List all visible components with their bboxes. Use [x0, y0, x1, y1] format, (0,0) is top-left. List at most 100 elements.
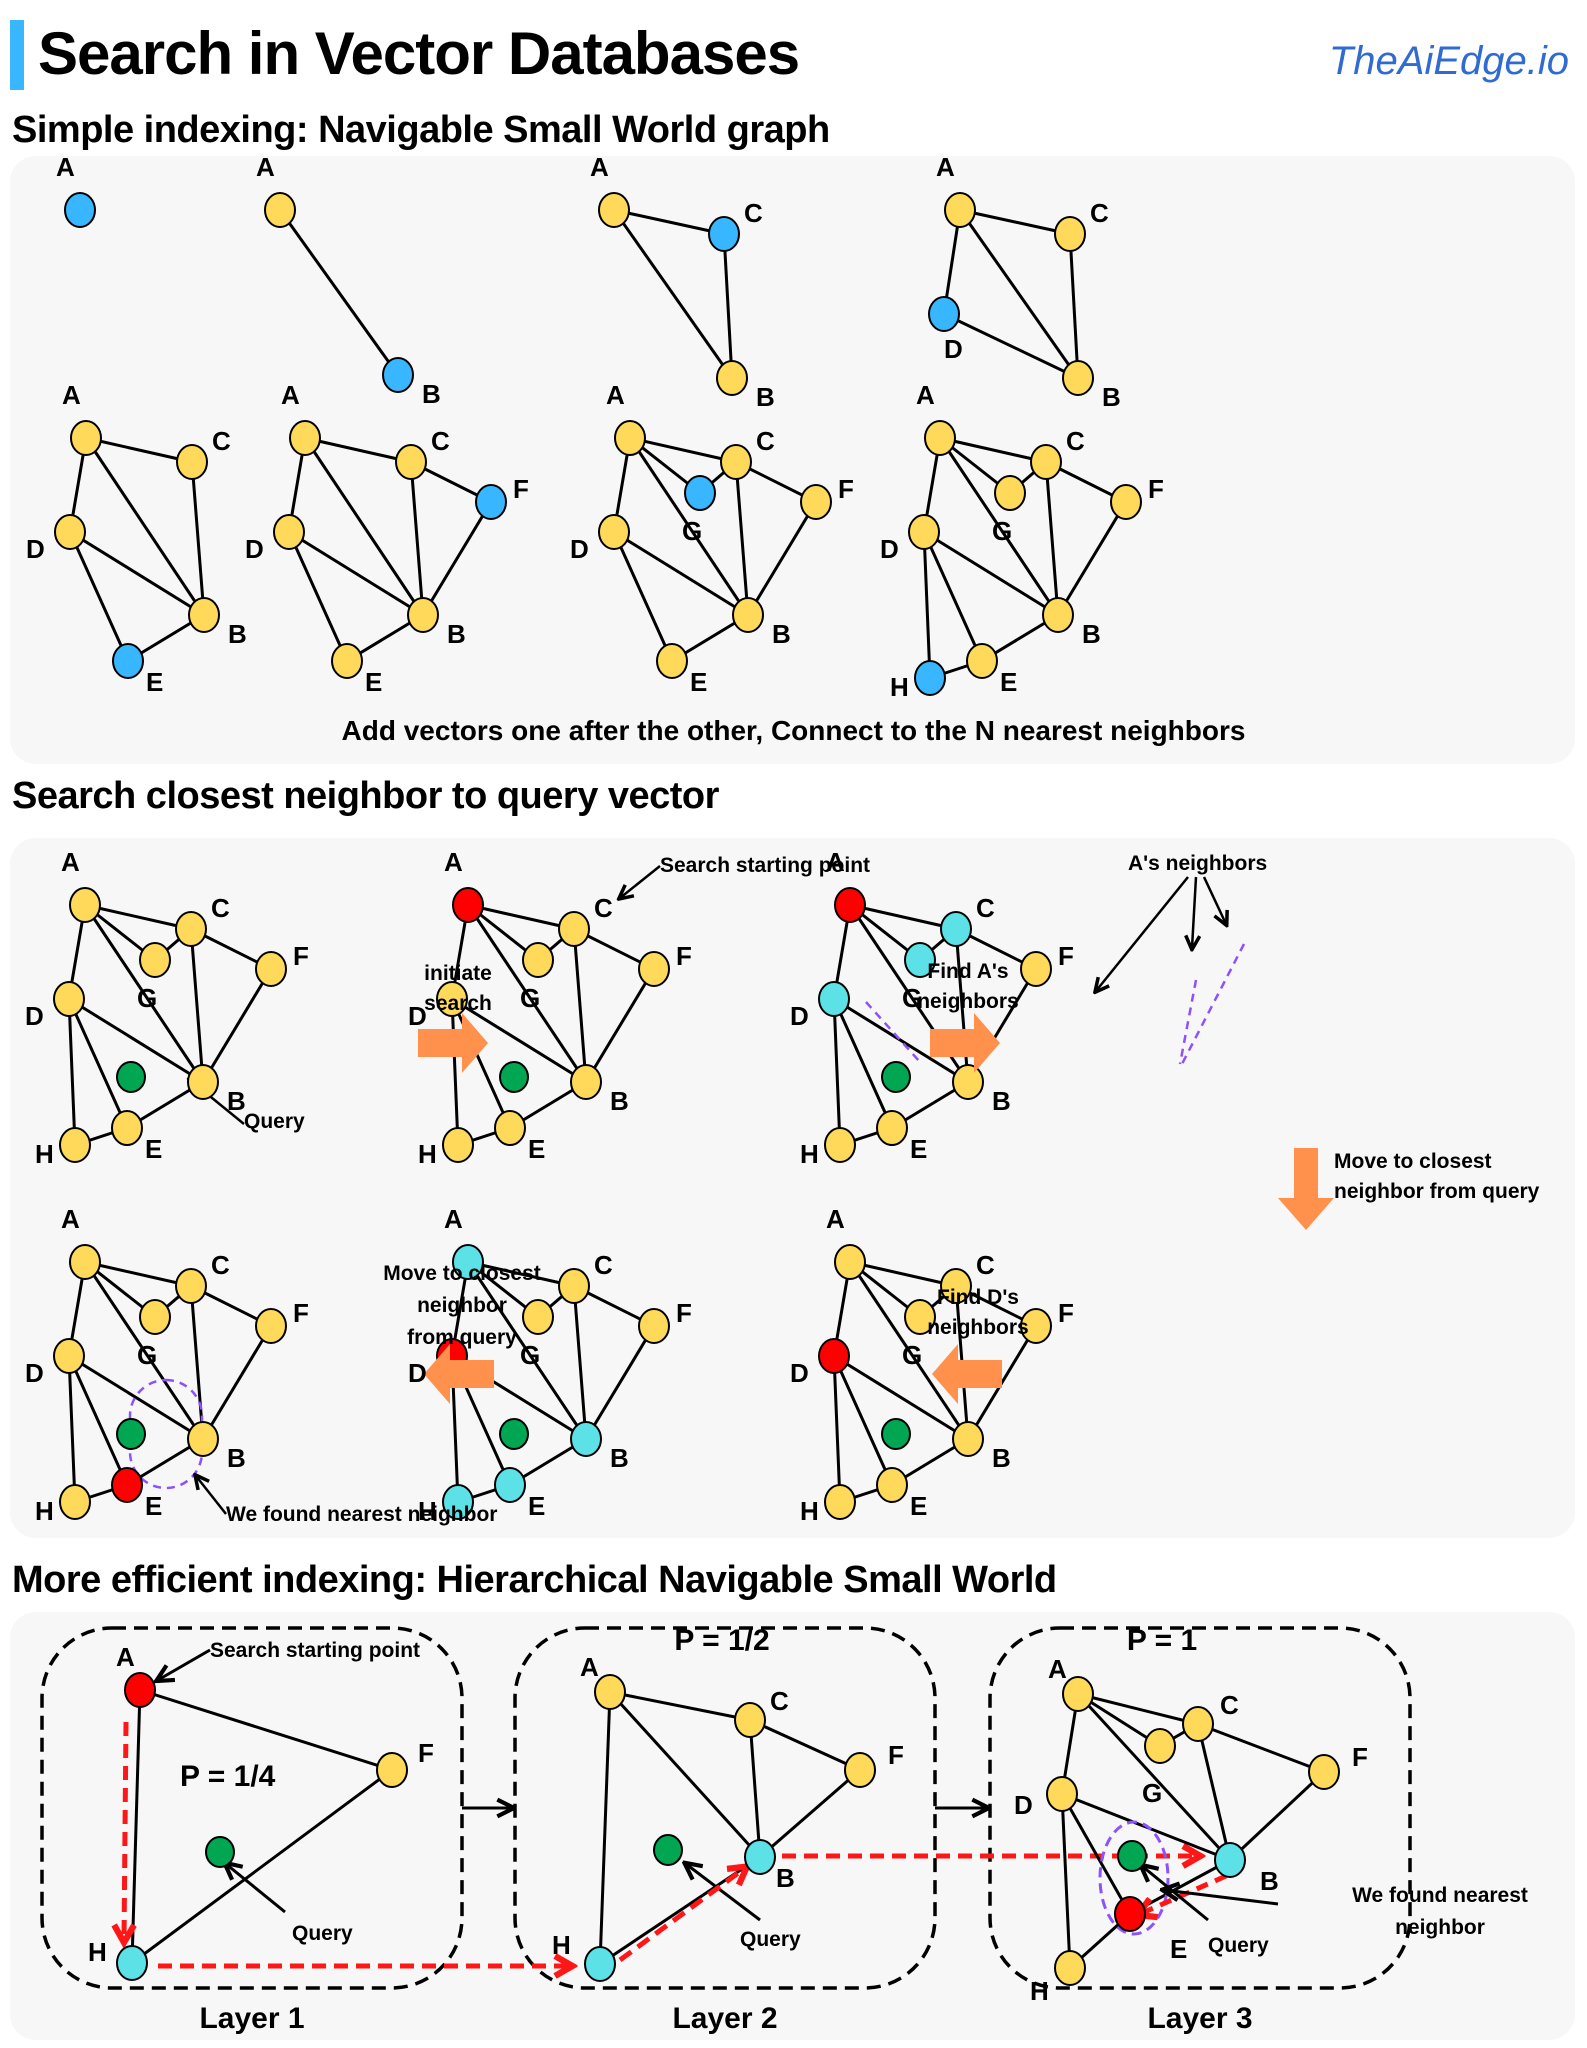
graph-edge-CB	[572, 1285, 588, 1440]
node-label-A: A	[116, 1642, 135, 1672]
graph-node-F	[255, 1308, 287, 1344]
distance-dashed-line	[1180, 943, 1246, 1065]
graph-node-H	[584, 1946, 616, 1982]
graph-edge-DH	[832, 1355, 842, 1503]
graph-node-B	[952, 1421, 984, 1457]
graph-node-H	[442, 1127, 474, 1163]
graph-edge-CB	[1044, 461, 1060, 616]
graph-edge-DE	[287, 531, 349, 662]
node-label-D: D	[245, 534, 264, 564]
node-label-H: H	[35, 1496, 54, 1526]
node-label-C: C	[770, 1686, 789, 1716]
query-vector-node	[881, 1061, 911, 1093]
graph-node-E	[111, 1467, 143, 1503]
pointer-arrow	[226, 1864, 286, 1914]
graph-node-A	[69, 1244, 101, 1280]
graph-node-A	[614, 420, 646, 456]
graph-edge-AB	[628, 437, 750, 616]
node-label-B: B	[228, 619, 247, 649]
node-label-D: D	[790, 1001, 809, 1031]
node-label-G: G	[1142, 1778, 1162, 1808]
graph-edge-DB	[451, 997, 587, 1084]
node-label-B: B	[1082, 619, 1101, 649]
graph-edge-AH	[598, 1691, 612, 1965]
graph-edge-DE	[68, 531, 130, 662]
node-label-H: H	[890, 672, 909, 702]
graph-node-F	[638, 1308, 670, 1344]
graph-edge-DB	[68, 1354, 204, 1441]
graph-edge-AB	[84, 437, 206, 616]
section-title-search: Search closest neighbor to query vector	[12, 775, 719, 817]
query-vector-node	[205, 1836, 235, 1868]
search-path-arrow	[618, 1868, 745, 1963]
graph-edge-CB	[409, 461, 425, 616]
graph-edge-DH	[450, 998, 460, 1146]
node-label-B: B	[772, 619, 791, 649]
graph-edge-AC	[849, 903, 957, 931]
graph-node-D	[598, 514, 630, 550]
graph-node-A	[1062, 1676, 1094, 1712]
graph-node-D	[436, 981, 468, 1017]
node-label-C: C	[744, 198, 763, 228]
node-label-C: C	[212, 426, 231, 456]
graph-node-B	[732, 597, 764, 633]
node-label-E: E	[528, 1134, 545, 1164]
node-label-F: F	[676, 1298, 692, 1328]
graph-edge-CB	[189, 928, 205, 1083]
graph-node-E	[1114, 1896, 1146, 1932]
pointer-arrow	[158, 1648, 211, 1680]
title-accent-bar	[10, 20, 24, 90]
graph-edge-DB	[833, 1354, 969, 1441]
graph-node-E	[876, 1467, 908, 1503]
layer-box-2	[513, 1626, 937, 1990]
graph-node-F	[1110, 484, 1142, 520]
node-label-H: H	[552, 1930, 571, 1960]
graph-node-C	[1054, 216, 1086, 252]
graph-edge-CF	[749, 1718, 861, 1772]
graph-node-F	[1308, 1754, 1340, 1790]
graph-node-G	[522, 1299, 554, 1335]
node-label-H: H	[800, 1496, 819, 1526]
annotation-query: Query	[740, 1928, 801, 1951]
node-label-B: B	[776, 1863, 795, 1893]
graph-node-F	[475, 484, 507, 520]
node-label-F: F	[1058, 1298, 1074, 1328]
node-label-C: C	[976, 893, 995, 923]
annotation-initiate-search: initiate	[424, 962, 492, 985]
graph-edge-DH	[832, 998, 842, 1146]
graph-edge-AC	[304, 436, 412, 464]
search-path-arrow	[1140, 1873, 1228, 1914]
node-label-E: E	[910, 1491, 927, 1521]
section-title-hnsw: More efficient indexing: Hierarchical Na…	[12, 1559, 1057, 1601]
graph-node-D	[53, 981, 85, 1017]
annotation-initiate-search: search	[424, 992, 492, 1015]
graph-node-C	[734, 1702, 766, 1738]
graph-node-D	[1046, 1776, 1078, 1812]
graph-node-D	[53, 1338, 85, 1374]
node-label-D: D	[570, 534, 589, 564]
graph-node-B	[952, 1064, 984, 1100]
graph-edge-DB	[613, 530, 749, 617]
node-label-H: H	[1030, 1976, 1049, 2006]
graph-node-C	[1182, 1706, 1214, 1742]
graph-edge-DE	[67, 1355, 129, 1486]
node-label-H: H	[800, 1139, 819, 1169]
query-vector-node	[116, 1418, 146, 1450]
layer-probability-1: P = 1/4	[180, 1760, 276, 1793]
node-label-G: G	[520, 983, 540, 1013]
annotation-search-starting-point: Search starting point	[660, 854, 870, 877]
graph-edge-FB	[584, 1325, 656, 1440]
graph-node-A	[834, 887, 866, 923]
graph-node-H	[824, 1127, 856, 1163]
spacer	[1050, 877, 1190, 920]
graph-edge-CB	[190, 461, 206, 616]
node-label-C: C	[594, 1250, 613, 1280]
node-label-F: F	[838, 474, 854, 504]
graph-node-G	[139, 942, 171, 978]
graph-node-B	[382, 357, 414, 393]
graph-edge-AC	[467, 1260, 575, 1288]
graph-edge-AB	[278, 209, 400, 376]
node-label-H: H	[35, 1139, 54, 1169]
graph-node-E	[876, 1110, 908, 1146]
graph-node-E	[494, 1467, 526, 1503]
